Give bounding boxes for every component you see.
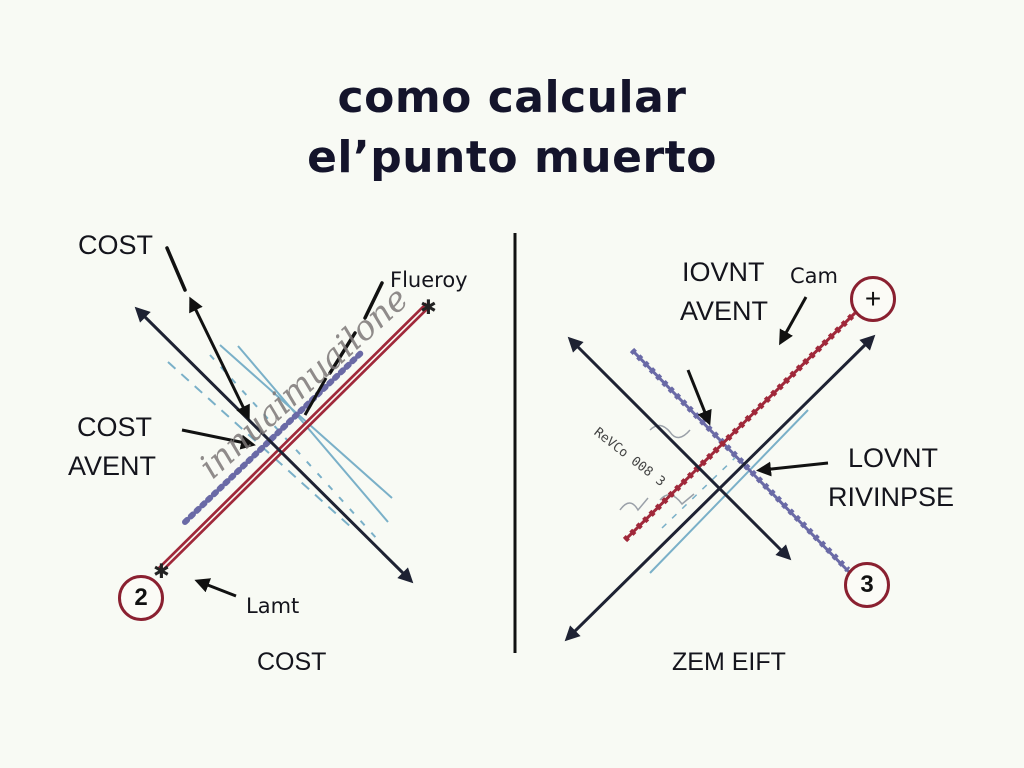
label-left-bottom: COST bbox=[257, 648, 327, 676]
left-main-arrow bbox=[134, 306, 414, 584]
label-fluerey: Flueroy bbox=[390, 268, 468, 292]
left-chart: ✱ ✱ bbox=[134, 246, 437, 598]
label-cost-avent-2: AVENT bbox=[68, 451, 157, 481]
label-right-bottom: ZEM EIFT bbox=[672, 648, 786, 676]
left-star-top: ✱ bbox=[420, 295, 437, 319]
label-avent: AVENT bbox=[680, 296, 769, 326]
label-rivinpse: RIVINPSE bbox=[828, 482, 955, 512]
label-iovnt: IOVNT bbox=[682, 257, 765, 287]
circle-plus: + bbox=[850, 276, 896, 322]
label-lamt: Lamt bbox=[246, 594, 300, 618]
title-line-2: el’punto muerto bbox=[307, 132, 717, 183]
circle-number-3: 3 bbox=[844, 562, 890, 608]
circle-number-2: 2 bbox=[118, 575, 164, 621]
page-title: como calcular el’punto muerto bbox=[0, 68, 1024, 188]
title-line-1: como calcular bbox=[337, 72, 687, 123]
right-arrow-2 bbox=[564, 334, 876, 642]
label-lovnt: LOVNT bbox=[848, 443, 939, 473]
left-secondary-arrow bbox=[189, 296, 250, 421]
right-chart bbox=[564, 296, 876, 642]
label-top-cost: COST bbox=[78, 230, 154, 260]
label-cost-avent-1: COST bbox=[77, 412, 153, 442]
label-cam: Cam bbox=[790, 264, 838, 288]
